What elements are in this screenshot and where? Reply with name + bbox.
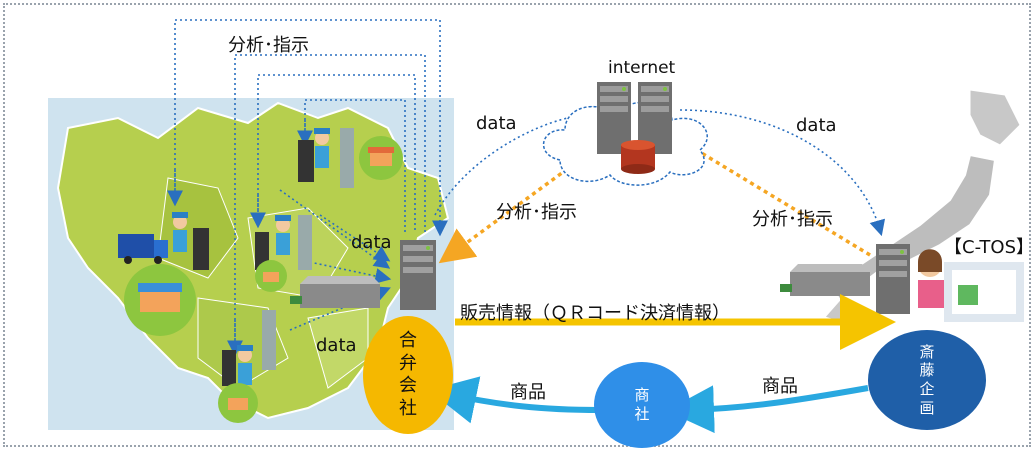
worker-icon: [172, 128, 330, 385]
joint-venture-circle: 合 弁 会 社: [363, 316, 453, 434]
analysis-left-label: 分析･指示: [496, 202, 577, 223]
analysis-right-label: 分析･指示: [752, 209, 833, 230]
data-right-label: data: [796, 115, 837, 136]
server-icon: [876, 244, 910, 314]
top-analysis-label: 分析･指示: [228, 35, 309, 56]
operator-icon: [918, 249, 1024, 322]
saito-planning-label: 斎 藤 企 画: [919, 342, 935, 417]
truck-icon: [118, 234, 168, 264]
shop-icon: [124, 136, 403, 423]
sales-info-label: 販売情報（ＱＲコード決済情報）: [460, 303, 730, 324]
internet-label: internet: [608, 58, 676, 78]
factory-icon: [780, 264, 870, 296]
factory-icon: [290, 276, 380, 308]
trading-company-circle: 商 社: [594, 362, 690, 448]
diagram-frame: [3, 3, 1031, 447]
data-china-server-label: data: [351, 232, 392, 253]
data-china-bottom-label: data: [316, 335, 357, 356]
goods-right-label: 商品: [762, 376, 798, 397]
ctos-label: 【C-TOS】: [944, 237, 1034, 258]
trading-company-label: 商 社: [634, 386, 650, 423]
saito-planning-circle: 斎 藤 企 画: [868, 330, 986, 430]
data-left-label: data: [476, 113, 517, 134]
vending-machine-icon: [193, 128, 354, 386]
goods-left-label: 商品: [510, 382, 546, 403]
database-icon: [621, 140, 655, 174]
server-icon: [597, 82, 672, 154]
joint-venture-label: 合 弁 会 社: [399, 330, 417, 419]
server-icon: [400, 240, 436, 310]
